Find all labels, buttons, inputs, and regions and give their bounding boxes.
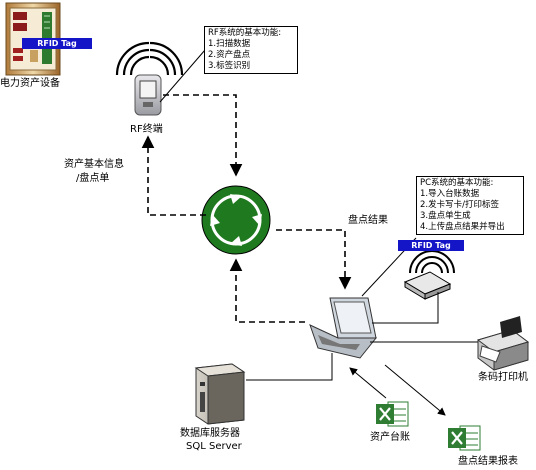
rf-box-connector xyxy=(159,49,206,103)
pc-function-item: 1.导入台账数据 xyxy=(420,189,480,199)
inventory-sheet-label: /盘点单 xyxy=(76,173,110,184)
pc-functions-title: PC系统的基本功能: xyxy=(420,178,494,188)
db-server-sublabel: SQL Server xyxy=(186,441,242,452)
pc-functions-box: PC系统的基本功能: 1.导入台账数据 2.发卡写卡/打印标签 3.盘点单生成 … xyxy=(416,176,524,235)
asset-ledger-label: 资产台账 xyxy=(370,432,410,443)
pc-function-item: 2.发卡写卡/打印标签 xyxy=(420,200,499,210)
pc-function-item: 4.上传盘点结果并导出 xyxy=(420,222,505,232)
pc-function-item: 3.盘点单生成 xyxy=(420,211,471,221)
rf-function-item: 3.标签识别 xyxy=(208,61,251,71)
report-arrow xyxy=(384,364,446,416)
db-server-label: 数据库服务器 xyxy=(180,428,240,439)
database-server-icon xyxy=(194,363,246,425)
sync-circle-icon xyxy=(201,185,271,255)
rfid-tag-right: RFID Tag xyxy=(398,240,464,251)
barcode-printer-label: 条码打印机 xyxy=(478,372,528,383)
rf-terminal-label: RF终端 xyxy=(130,124,163,135)
asset-info-label: 资产基本信息 xyxy=(64,159,124,170)
inventory-result-label: 盘点结果 xyxy=(348,215,388,226)
rf-function-item: 2.资产盘点 xyxy=(208,50,251,60)
rfid-tag-top: RFID Tag xyxy=(22,38,92,49)
rf-terminal-icon xyxy=(134,74,162,116)
network-lines xyxy=(246,292,478,381)
inventory-report-label: 盘点结果报表 xyxy=(458,456,518,467)
rf-function-item: 1.扫描数据 xyxy=(208,39,251,49)
ledger-arrow xyxy=(349,367,387,399)
rfid-reader-icon xyxy=(403,271,452,300)
barcode-printer-icon xyxy=(476,316,530,371)
data-flow-lines xyxy=(141,94,352,323)
rfid-reader-waves-icon xyxy=(409,250,455,274)
asset-ledger-excel-icon xyxy=(376,401,409,427)
signal-waves-icon xyxy=(115,41,184,76)
rf-functions-title: RF系统的基本功能: xyxy=(208,28,282,38)
inventory-report-excel-icon xyxy=(448,425,481,451)
laptop-icon xyxy=(309,297,378,359)
rf-functions-box: RF系统的基本功能: 1.扫描数据 2.资产盘点 3.标签识别 xyxy=(204,26,298,74)
power-asset-label: 电力资产设备 xyxy=(0,78,60,89)
